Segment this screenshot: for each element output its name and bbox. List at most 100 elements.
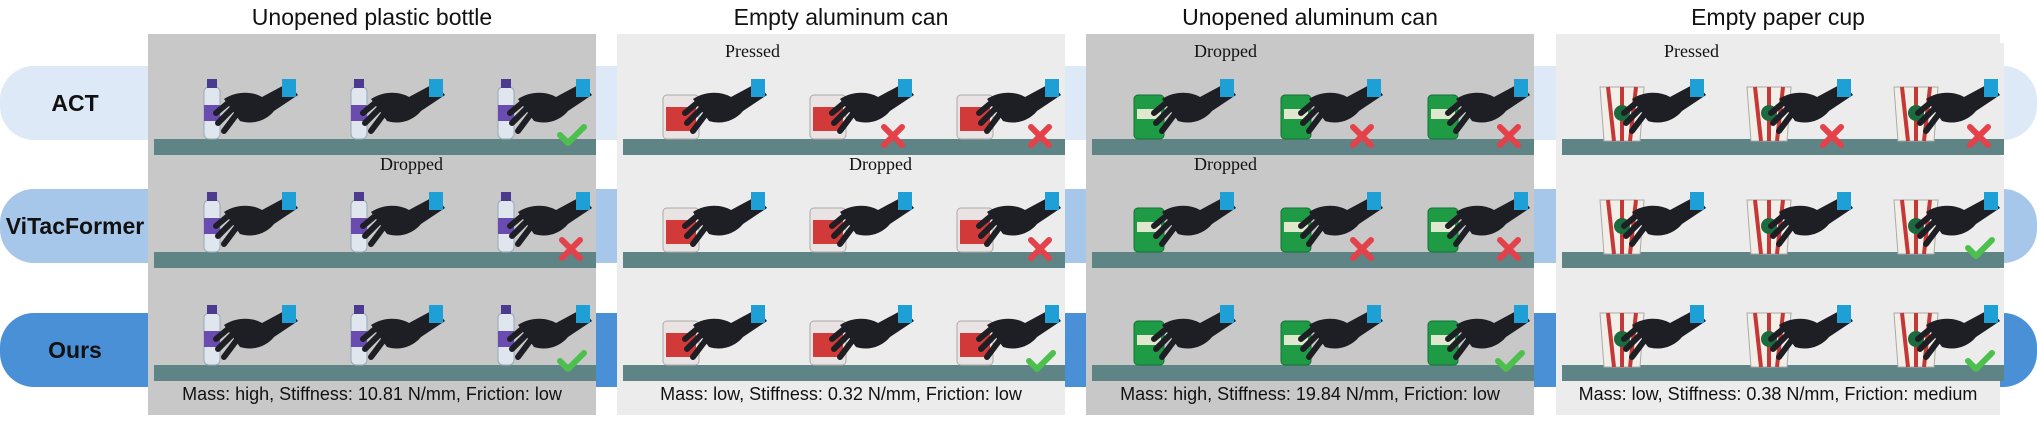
- cup-frame-image: [1562, 269, 1710, 381]
- annotation-dropped: Dropped: [1194, 154, 1257, 174]
- bottle-frame-image: [301, 156, 449, 268]
- frame-row1-col2: [1856, 156, 2004, 268]
- frame-row0-col0: [623, 43, 771, 155]
- frame-row0-col1: [1709, 43, 1857, 155]
- bottle-frame-image: [301, 43, 449, 155]
- bottle-frame-image: [448, 269, 596, 381]
- panel-caption: Mass: high, Stiffness: 10.81 N/mm, Frict…: [182, 384, 562, 404]
- red-can-frame-image: [917, 43, 1065, 155]
- red-can-frame-image: [770, 43, 918, 155]
- cup-frame-image: [1709, 269, 1857, 381]
- frame-row2-col1: [1709, 269, 1857, 381]
- frame-row2-col0: [154, 269, 302, 381]
- green-can-frame-image: [1239, 43, 1387, 155]
- panel-title-plastic-bottle: Unopened plastic bottle: [251, 4, 493, 30]
- frame-row0-col0: [1092, 43, 1240, 155]
- panel-paper-cup: Mass: low, Stiffness: 0.38 N/mm, Frictio…: [1556, 34, 2004, 415]
- frame-row1-col0: [1562, 156, 1710, 268]
- red-can-frame-image: [917, 269, 1065, 381]
- frame-row1-col2: [448, 156, 596, 268]
- frame-row1-col2: [1386, 156, 1534, 268]
- panel-caption: Mass: low, Stiffness: 0.38 N/mm, Frictio…: [1578, 384, 1978, 404]
- green-can-frame-image: [1092, 269, 1240, 381]
- cross-icon: [1967, 124, 1991, 148]
- annotation-pressed: Pressed: [1664, 41, 1719, 61]
- panel-unopened-can: Mass: high, Stiffness: 19.84 N/mm, Frict…: [1086, 34, 1534, 415]
- annotation-dropped: Dropped: [380, 154, 443, 174]
- cup-frame-image: [1856, 156, 2004, 268]
- frame-row2-col0: [1562, 269, 1710, 381]
- frame-row1-col2: [917, 156, 1065, 268]
- check-icon: [1026, 350, 1056, 372]
- row-label-act: ACT: [51, 90, 99, 116]
- cross-icon: [1497, 124, 1521, 148]
- green-can-frame-image: [1092, 156, 1240, 268]
- annotation-dropped: Dropped: [1194, 41, 1257, 61]
- panel-title-unopened-can: Unopened aluminum can: [1182, 4, 1438, 30]
- cup-frame-image: [1709, 43, 1857, 155]
- check-icon: [1965, 237, 1995, 259]
- frame-row1-col0: [623, 156, 771, 268]
- cross-icon: [1497, 237, 1521, 261]
- frame-row2-col2: [917, 269, 1065, 381]
- frame-row2-col1: [770, 269, 918, 381]
- cup-frame-image: [1856, 269, 2004, 381]
- frame-row0-col1: [770, 43, 918, 155]
- green-can-frame-image: [1239, 269, 1387, 381]
- frame-row0-col0: [154, 43, 302, 155]
- panel-empty-can: Mass: low, Stiffness: 0.32 N/mm, Frictio…: [617, 34, 1065, 415]
- panel-caption: Mass: low, Stiffness: 0.32 N/mm, Frictio…: [660, 384, 1022, 404]
- cross-icon: [1820, 124, 1844, 148]
- cross-icon: [881, 124, 905, 148]
- frame-row2-col2: [1386, 269, 1534, 381]
- frame-row2-col0: [623, 269, 771, 381]
- cup-frame-image: [1562, 156, 1710, 268]
- green-can-frame-image: [1386, 43, 1534, 155]
- frame-row1-col1: [1239, 156, 1387, 268]
- green-can-frame-image: [1386, 269, 1534, 381]
- frame-row2-col1: [301, 269, 449, 381]
- frame-row0-col1: [301, 43, 449, 155]
- red-can-frame-image: [917, 156, 1065, 268]
- frame-row0-col2: [1856, 43, 2004, 155]
- annotation-dropped: Dropped: [849, 154, 912, 174]
- cross-icon: [1028, 237, 1052, 261]
- cross-icon: [559, 237, 583, 261]
- frame-row1-col1: [301, 156, 449, 268]
- check-icon: [557, 124, 587, 146]
- frame-row1-col1: [1709, 156, 1857, 268]
- frame-row2-col2: [448, 269, 596, 381]
- green-can-frame-image: [1386, 156, 1534, 268]
- panel-title-paper-cup: Empty paper cup: [1691, 4, 1865, 30]
- red-can-frame-image: [770, 156, 918, 268]
- red-can-frame-image: [770, 269, 918, 381]
- row-label-ours: Ours: [48, 337, 102, 363]
- cross-icon: [1350, 237, 1374, 261]
- frame-row2-col1: [1239, 269, 1387, 381]
- cup-frame-image: [1709, 156, 1857, 268]
- bottle-frame-image: [448, 156, 596, 268]
- panel-title-empty-can: Empty aluminum can: [733, 4, 949, 30]
- cup-frame-image: [1856, 43, 2004, 155]
- frame-row1-col1: [770, 156, 918, 268]
- frame-row0-col1: [1239, 43, 1387, 155]
- green-can-frame-image: [1239, 156, 1387, 268]
- row-label-vitacformer: ViTacFormer: [5, 213, 145, 239]
- bottle-frame-image: [154, 156, 302, 268]
- red-can-frame-image: [623, 269, 771, 381]
- green-can-frame-image: [1092, 43, 1240, 155]
- cross-icon: [1028, 124, 1052, 148]
- frame-row1-col0: [154, 156, 302, 268]
- check-icon: [557, 350, 587, 372]
- frame-row0-col0: [1562, 43, 1710, 155]
- bottle-frame-image: [448, 43, 596, 155]
- check-icon: [1495, 350, 1525, 372]
- check-icon: [1965, 350, 1995, 372]
- cup-frame-image: [1562, 43, 1710, 155]
- cross-icon: [1350, 124, 1374, 148]
- panel-caption: Mass: high, Stiffness: 19.84 N/mm, Frict…: [1120, 384, 1500, 404]
- panel-plastic-bottle: Mass: high, Stiffness: 10.81 N/mm, Frict…: [148, 34, 596, 415]
- red-can-frame-image: [623, 43, 771, 155]
- frame-row1-col0: [1092, 156, 1240, 268]
- bottle-frame-image: [154, 43, 302, 155]
